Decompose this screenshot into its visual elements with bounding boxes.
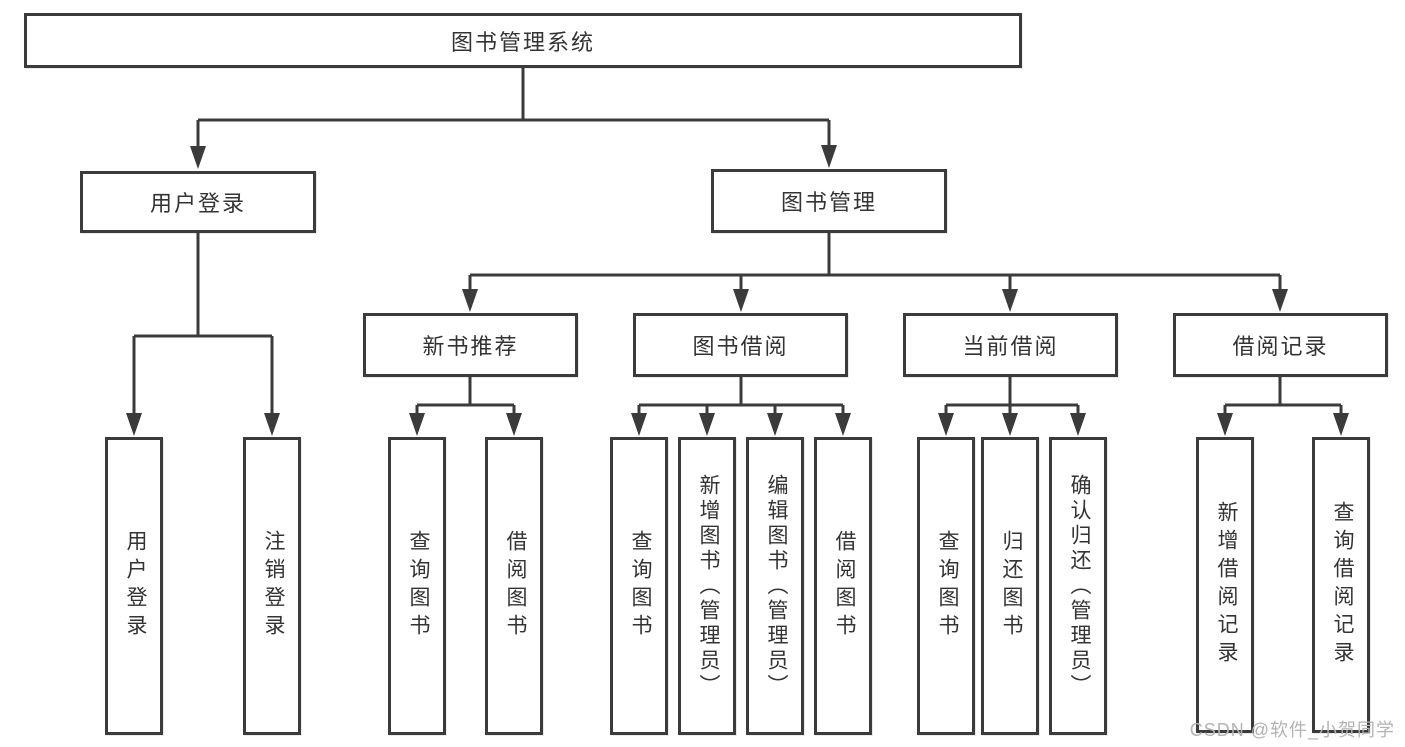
leaf-confirm-return-admin: 确认归还（管理员）	[1049, 437, 1107, 735]
leaf-logout: 注销登录	[243, 437, 301, 735]
leaf-query-borrow-record: 查询借阅记录	[1312, 437, 1370, 733]
csdn-watermark: CSDN @软件_小贺同学	[1189, 720, 1395, 740]
node-book-management: 图书管理	[711, 169, 947, 233]
node-borrowing-records: 借阅记录	[1173, 313, 1388, 377]
leaf-query-books-borrow: 查询图书	[610, 437, 668, 735]
leaf-borrow-books-recommend: 借阅图书	[485, 437, 543, 735]
leaf-add-books-admin: 新增图书（管理员）	[678, 437, 736, 735]
leaf-add-borrow-record: 新增借阅记录	[1196, 437, 1254, 733]
node-book-borrowing: 图书借阅	[633, 313, 848, 377]
node-root: 图书管理系统	[24, 13, 1022, 68]
leaf-return-books: 归还图书	[981, 437, 1039, 735]
node-current-borrowing: 当前借阅	[903, 313, 1118, 377]
leaf-user-login: 用户登录	[105, 437, 163, 735]
arrowheads	[126, 145, 1349, 436]
node-user-login: 用户登录	[80, 171, 316, 233]
node-new-book-recommendation: 新书推荐	[363, 313, 578, 377]
leaf-borrow-books: 借阅图书	[814, 437, 872, 735]
leaf-edit-books-admin: 编辑图书（管理员）	[746, 437, 804, 735]
leaf-query-books-current: 查询图书	[917, 437, 975, 735]
leaf-query-books-recommend: 查询图书	[388, 437, 446, 735]
